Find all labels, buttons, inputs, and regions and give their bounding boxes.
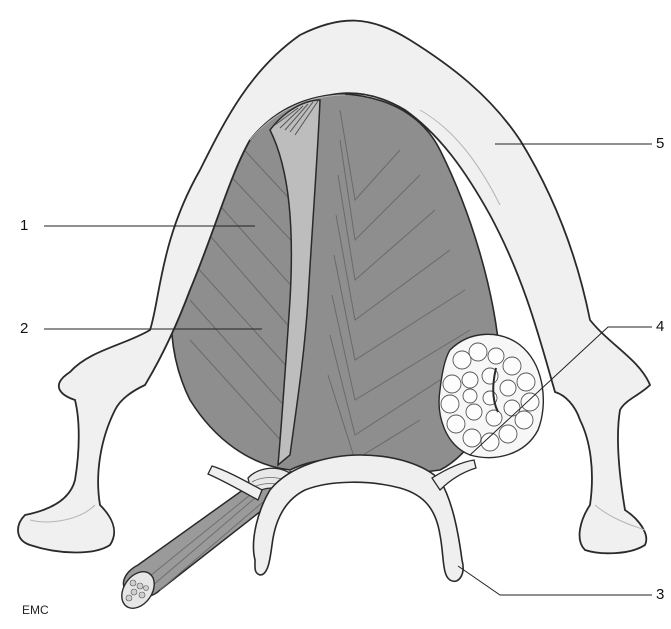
callout-5: 5 [656, 136, 664, 151]
publisher-logo: EMC [22, 603, 49, 617]
callout-1: 1 [20, 218, 28, 233]
callout-2: 2 [20, 321, 28, 336]
callout-3: 3 [656, 587, 664, 602]
salivary-gland [439, 334, 543, 457]
callout-4: 4 [656, 319, 664, 334]
leader-line-3 [458, 566, 652, 595]
